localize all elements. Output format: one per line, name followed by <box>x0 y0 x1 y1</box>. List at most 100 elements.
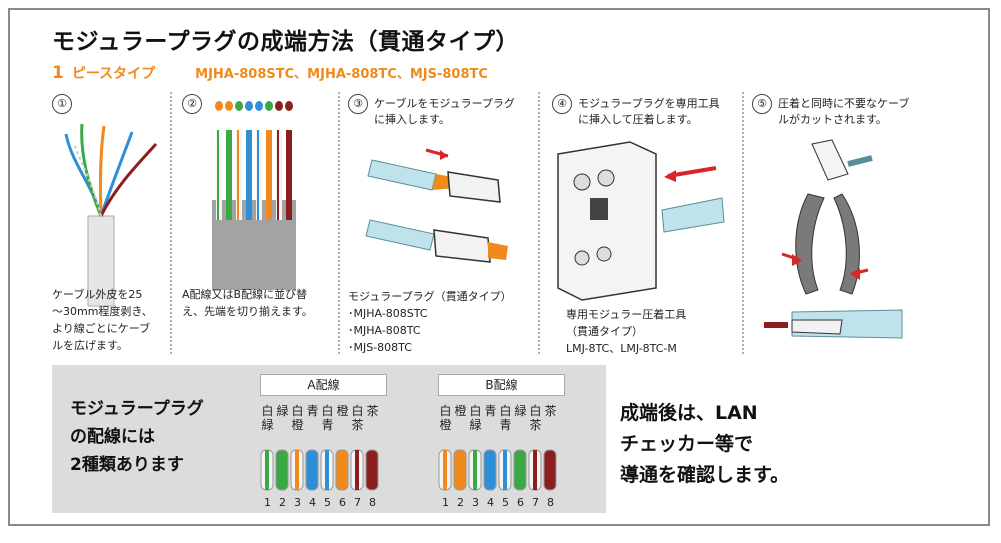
section-subtitle: 1 ピースタイプ MJHA-808STC、MJHA-808TC、MJS-808TC <box>52 63 488 83</box>
step-divider <box>742 92 744 354</box>
wire-color-label: 白 <box>529 404 542 418</box>
wire-stripe-label: 緑 <box>469 418 482 432</box>
wire-number: 6 <box>339 496 346 509</box>
section-number: 1 <box>52 63 64 83</box>
step-divider <box>538 92 540 354</box>
conclusion-text: 成端後は、LAN チェッカー等で 導通を確認します。 <box>620 398 789 491</box>
step-1: ① ケーブル外皮を25 〜30mm程度剥き、 より線ごとにケーブ ルを広げます。 <box>52 94 164 356</box>
wire-color-label: 白 <box>321 404 334 418</box>
wire-number: 4 <box>487 496 494 509</box>
step-instruction-line: ルがカットされます。 <box>778 113 887 126</box>
wire-number: 5 <box>502 496 509 509</box>
wire-number: 6 <box>517 496 524 509</box>
step-number: ④ <box>552 94 572 114</box>
wire-color-label: 白 <box>351 404 364 418</box>
wire-strand <box>305 449 319 491</box>
wire-stripe-label: 橙 <box>291 418 304 432</box>
step-5: ⑤ 圧着と同時に不要なケーブ ルがカットされます。 <box>752 94 948 356</box>
step-caption-line: より線ごとにケーブ <box>52 322 151 335</box>
step-4: ④ モジュラープラグを専用工具 に挿入して圧着します。 専用モジュラー圧着工具 … <box>552 94 738 356</box>
step-instruction-line: モジュラープラグを専用工具 <box>578 97 720 110</box>
sorted-wires-illustration <box>212 101 296 290</box>
wire-strand <box>275 449 289 491</box>
wire-stripe <box>325 450 329 490</box>
wire-color-label: 橙 <box>454 404 467 418</box>
wire-strand <box>543 449 557 491</box>
step-3: ③ ケーブルをモジュラープラグ に挿入します。 モジュラープラグ（貫通タイプ） … <box>348 94 534 356</box>
wire-strand <box>513 449 527 491</box>
wire-stripe <box>355 450 359 490</box>
conclusion-line: 成端後は、LAN <box>620 402 758 424</box>
product-line: 専用モジュラー圧着工具 <box>566 308 687 321</box>
plug-insertion-illustration <box>365 148 508 263</box>
product-line: モジュラープラグ（貫通タイプ） <box>348 290 512 303</box>
step-caption-line: ケーブル外皮を25 <box>52 288 143 301</box>
step-number: ① <box>52 94 72 114</box>
wire-color-label: 橙 <box>336 404 349 418</box>
step-instruction-line: に挿入して圧着します。 <box>578 113 698 126</box>
product-line: （貫通タイプ） <box>566 325 643 338</box>
page-title: モジュラープラグの成端方法（貫通タイプ） <box>52 29 520 55</box>
wire-stripe-label: 青 <box>499 418 512 432</box>
wire-color-label: 白 <box>291 404 304 418</box>
wiring-intro-line: 2種類あります <box>70 455 184 475</box>
wire-colors-a <box>260 449 379 491</box>
wire-strand <box>453 449 467 491</box>
wiring-panel: モジュラープラグ の配線には 2種類あります A配線 白緑緑白橙青白青橙白茶茶 … <box>52 365 606 513</box>
wire-number: 5 <box>324 496 331 509</box>
wiring-label: B配線 <box>438 374 565 396</box>
wire-stripe <box>533 450 537 490</box>
product-line: LMJ-8TC、LMJ-8TC-M <box>566 342 677 355</box>
product-line: ･MJS-808TC <box>348 341 412 354</box>
wire-stripe <box>295 450 299 490</box>
wire-stripe <box>265 450 269 490</box>
wire-colors-b <box>438 449 557 491</box>
crimp-tool-illustration <box>557 141 725 301</box>
step-caption-line: 〜30mm程度剥き、 <box>52 305 153 318</box>
wire-stripe <box>443 450 447 490</box>
wire-color-label: 白 <box>469 404 482 418</box>
step-caption-line: ルを広げます。 <box>52 339 128 352</box>
step-2: ② A配線又はB配線に並び替 え、先端を切り揃えます。 <box>182 94 332 356</box>
wire-stripe <box>473 450 477 490</box>
wiring-label: A配線 <box>260 374 387 396</box>
wire-color-label: 白 <box>439 404 452 418</box>
wire-stripe-label: 青 <box>321 418 334 432</box>
wire-number: 8 <box>547 496 554 509</box>
wire-stripe-label: 緑 <box>261 418 274 432</box>
stripped-cable-illustration <box>64 123 158 307</box>
wire-number: 8 <box>369 496 376 509</box>
step-instruction-line: 圧着と同時に不要なケーブ <box>778 97 910 110</box>
wire-stripe <box>503 450 507 490</box>
page-frame <box>8 8 990 526</box>
wire-stripe-label: 茶 <box>529 418 542 432</box>
section-models: MJHA-808STC、MJHA-808TC、MJS-808TC <box>195 67 488 82</box>
wire-color-label: 白 <box>499 404 512 418</box>
wire-color-label: 青 <box>306 404 319 418</box>
wire-number: 1 <box>264 496 271 509</box>
section-type: ピースタイプ <box>71 66 156 82</box>
wire-color-label: 茶 <box>544 404 557 418</box>
wire-color-label: 緑 <box>276 404 289 418</box>
wire-number: 7 <box>532 496 539 509</box>
wire-number: 3 <box>294 496 301 509</box>
wire-number: 2 <box>457 496 464 509</box>
step-number: ⑤ <box>752 94 772 114</box>
wire-color-label: 緑 <box>514 404 527 418</box>
wire-number: 1 <box>442 496 449 509</box>
wiring-intro-line: の配線には <box>70 427 155 447</box>
wire-color-label: 白 <box>261 404 274 418</box>
wire-stripe-label: 橙 <box>439 418 452 432</box>
wire-number: 4 <box>309 496 316 509</box>
product-line: ･MJHA-808STC <box>348 307 428 320</box>
step-caption-line: え、先端を切り揃えます。 <box>182 305 313 318</box>
step-caption-line: A配線又はB配線に並び替 <box>182 288 308 301</box>
step-number: ③ <box>348 94 368 114</box>
step-number: ② <box>182 94 202 114</box>
step-divider <box>338 92 340 354</box>
step-divider <box>170 92 172 354</box>
wire-number: 2 <box>279 496 286 509</box>
wire-stripe-label: 茶 <box>351 418 364 432</box>
wire-strand <box>365 449 379 491</box>
wiring-intro-line: モジュラープラグ <box>70 399 204 419</box>
